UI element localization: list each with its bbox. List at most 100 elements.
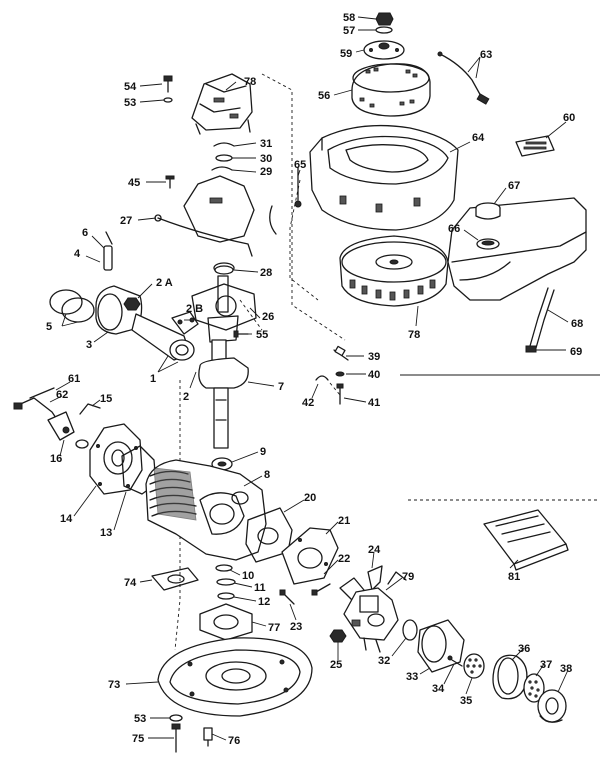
callout-13: 13 [100, 527, 112, 539]
screw-22 [311, 583, 331, 596]
nut-2A [123, 297, 141, 311]
callout-29: 29 [260, 166, 272, 178]
piston-pin-6 [103, 231, 113, 271]
filler-neck-66 [476, 238, 500, 250]
callout-24: 24 [368, 544, 381, 556]
rotating-screen-56 [351, 63, 431, 117]
callout-60: 60 [563, 112, 575, 124]
callout-2B: 2 B [186, 303, 203, 315]
callout-labels: 58 57 59 63 56 54 53 78 60 64 31 30 29 6… [46, 12, 583, 747]
callout-39: 39 [368, 351, 380, 363]
spring-15 [79, 403, 101, 415]
callout-68: 68 [571, 318, 583, 330]
fitting-25 [329, 629, 347, 643]
bolt-76 [203, 727, 213, 747]
callout-28: 28 [260, 267, 272, 279]
screw-54 [163, 75, 173, 93]
callout-61: 61 [68, 373, 80, 385]
screen-37 [523, 673, 545, 703]
callout-77: 77 [268, 622, 280, 634]
callout-1: 1 [150, 373, 156, 385]
callout-54: 54 [124, 81, 137, 93]
nut-58 [375, 12, 394, 26]
owners-manual-81 [483, 509, 569, 571]
callout-40: 40 [368, 369, 380, 381]
callout-27: 27 [120, 215, 132, 227]
callout-5: 5 [46, 321, 52, 333]
reed-plate-21 [281, 527, 339, 585]
callout-6: 6 [82, 227, 88, 239]
ignition-16 [47, 411, 89, 449]
connecting-rod-1 [131, 313, 195, 361]
washer-57 [375, 26, 393, 34]
callout-15: 15 [100, 393, 112, 405]
callout-53: 53 [124, 97, 136, 109]
callout-62: 62 [56, 389, 68, 401]
callout-33: 33 [406, 671, 418, 683]
oil-cap-screw-65 [294, 167, 302, 208]
callout-57: 57 [343, 25, 355, 37]
callout-59: 59 [340, 48, 352, 60]
control-bracket-78 [191, 73, 253, 135]
gasket-32 [402, 619, 418, 641]
fuel-tank [447, 197, 587, 301]
leader-lines [49, 16, 569, 741]
air-shroud-14 [89, 423, 143, 495]
callout-2: 2 [183, 391, 189, 403]
starter-cup-59 [363, 40, 405, 60]
callout-66: 66 [448, 223, 460, 235]
gasket-26 [191, 283, 257, 331]
callout-23: 23 [290, 621, 302, 633]
callout-12: 12 [258, 596, 270, 608]
rod-cap-2B [171, 311, 199, 335]
callout-36: 36 [518, 643, 530, 655]
seal-28 [214, 265, 234, 275]
screw-23 [279, 589, 295, 605]
washer-53 [163, 97, 173, 103]
callout-45: 45 [128, 177, 140, 189]
rod-61 [29, 387, 55, 399]
clamp-69 [525, 345, 537, 353]
air-filter-body-33 [417, 619, 465, 673]
callout-73: 73 [108, 679, 120, 691]
gasket-74 [151, 567, 199, 591]
assembly-lines [174, 73, 600, 651]
callout-69: 69 [570, 346, 582, 358]
callout-74: 74 [124, 577, 137, 589]
governor-linkage-27 [154, 175, 277, 257]
callout-67: 67 [508, 180, 520, 192]
callout-81: 81 [508, 571, 520, 583]
washer-40 [335, 371, 345, 377]
callout-78-fan: 78 [408, 329, 420, 341]
callout-55: 55 [256, 329, 268, 341]
callout-78-bracket: 78 [244, 76, 256, 88]
callout-42: 42 [302, 397, 314, 409]
callout-22: 22 [338, 553, 350, 565]
callout-26: 26 [262, 311, 274, 323]
callout-25: 25 [330, 659, 342, 671]
small-parts-29-31 [211, 142, 235, 171]
callout-38: 38 [560, 663, 572, 675]
fuel-label-60 [515, 135, 555, 157]
callout-3: 3 [86, 339, 92, 351]
callout-63: 63 [480, 49, 492, 61]
pin-45 [165, 175, 175, 189]
callout-30: 30 [260, 153, 272, 165]
screw-39 [333, 345, 349, 361]
callout-4: 4 [74, 248, 81, 260]
starter-rope-63 [437, 51, 490, 105]
callout-8: 8 [264, 469, 270, 481]
callout-76: 76 [228, 735, 240, 747]
filter-element-36 [492, 654, 528, 700]
blower-housing-64 [309, 124, 459, 231]
callout-9: 9 [260, 446, 266, 458]
callout-64: 64 [472, 132, 485, 144]
seal-9 [211, 457, 233, 471]
callout-79: 79 [402, 571, 414, 583]
callout-31: 31 [260, 138, 272, 150]
screw-41 [336, 383, 344, 405]
callout-11: 11 [254, 582, 266, 594]
flywheel-fan-78 [339, 235, 449, 307]
callout-41: 41 [368, 397, 380, 409]
